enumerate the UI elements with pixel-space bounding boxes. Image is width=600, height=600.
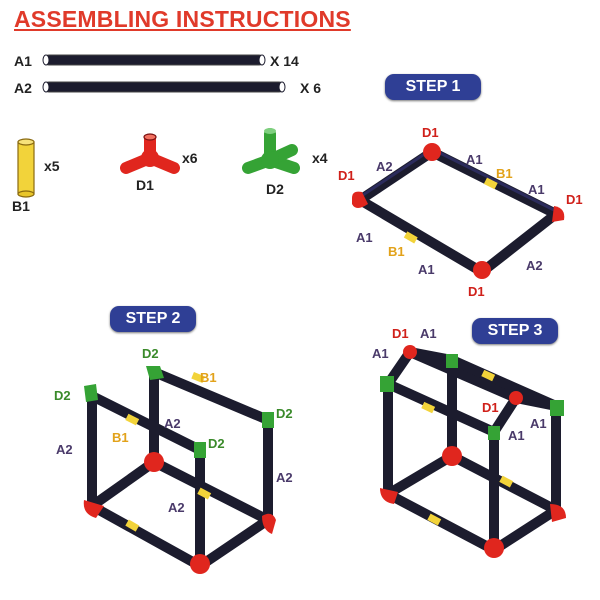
step-2-frame: [83, 366, 276, 574]
step2-label-d2: D2: [54, 388, 71, 403]
step1-d1-connector: [423, 143, 441, 161]
step2-label-a2: A2: [168, 500, 185, 515]
part-a2-label: A2: [14, 80, 32, 96]
part-a2-qty: X 6: [300, 80, 322, 96]
step3-label-a1: A1: [508, 428, 525, 443]
step-3-badge: STEP 3: [472, 318, 558, 344]
step1-b1-connector: [483, 177, 498, 190]
step2-label-a2: A2: [276, 470, 293, 485]
step-2-badge: STEP 2: [110, 306, 196, 332]
step2-label-a2: A2: [56, 442, 73, 457]
part-d1-qty: x6: [182, 150, 198, 166]
step-1-frame: [352, 143, 565, 279]
step1-label-a1: A1: [466, 152, 483, 167]
step1-d1-connector: [352, 191, 368, 208]
step1-label-a2: A2: [526, 258, 543, 273]
step1-label-d1: D1: [468, 284, 485, 299]
part-a1-tube: [42, 54, 266, 66]
step2-label-d2: D2: [276, 406, 293, 421]
step3-label-d1: D1: [392, 326, 409, 341]
part-d1-connector: [120, 133, 180, 174]
step3-label-a1: A1: [372, 346, 389, 361]
step1-b1-connector: [403, 231, 418, 244]
step-1-badge: STEP 1: [385, 74, 481, 100]
part-d2-connector: [242, 128, 300, 174]
step3-label-a1: A1: [530, 416, 547, 431]
step1-label-a2: A2: [376, 159, 393, 174]
step1-label-d1: D1: [566, 192, 583, 207]
step1-label-b1: B1: [496, 166, 513, 181]
step2-label-d2: D2: [142, 346, 159, 361]
part-b1-connector: [17, 138, 35, 198]
step1-label-a1: A1: [528, 182, 545, 197]
step3-label-a1: A1: [420, 326, 437, 341]
part-d2-qty: x4: [312, 150, 328, 166]
part-a2-tube: [42, 81, 286, 93]
step1-label-b1: B1: [388, 244, 405, 259]
step2-label-d2: D2: [208, 436, 225, 451]
part-a1-label: A1: [14, 53, 32, 69]
page-title: ASSEMBLING INSTRUCTIONS: [14, 6, 351, 32]
part-d1-label: D1: [136, 177, 154, 193]
step1-label-d1: D1: [422, 125, 439, 140]
step1-label-d1: D1: [338, 168, 355, 183]
part-a1-qty: X 14: [270, 53, 299, 69]
step2-label-a2: A2: [164, 416, 181, 431]
step2-label-b1: B1: [112, 430, 129, 445]
step1-d1-connector: [552, 206, 565, 222]
part-d2-label: D2: [266, 181, 284, 197]
step3-label-d1: D1: [482, 400, 499, 415]
step1-d1-connector: [473, 261, 491, 279]
part-b1-label: B1: [12, 198, 30, 214]
step2-label-b1: B1: [200, 370, 217, 385]
step-3-frame: [380, 345, 566, 558]
step1-label-a1: A1: [356, 230, 373, 245]
part-b1-qty: x5: [44, 158, 60, 174]
step1-label-a1: A1: [418, 262, 435, 277]
